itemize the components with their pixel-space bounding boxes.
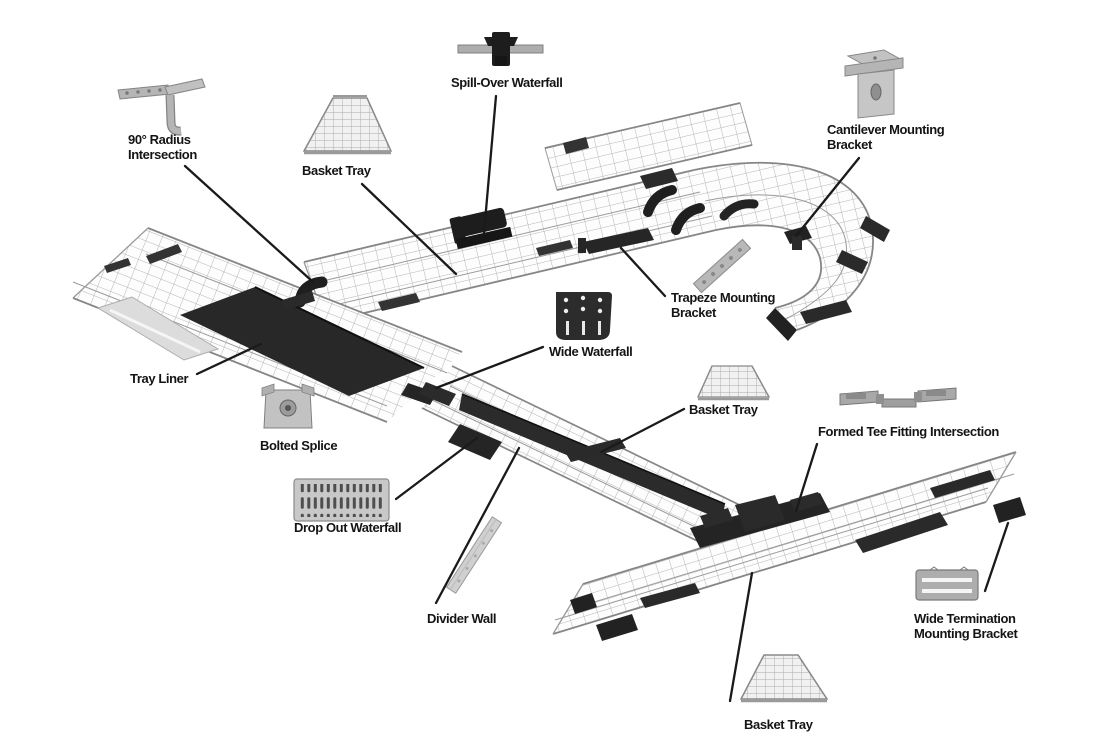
leader-basket-tray-mid [599, 407, 686, 454]
leader-tray-liner [195, 342, 263, 376]
callout-labels: 90° Radius Intersection Basket Tray Spil… [128, 75, 1019, 732]
thumb-wide-termination [915, 566, 979, 601]
thumb-tray-liner [96, 296, 220, 361]
thumb-basket-tray-mid [696, 365, 771, 401]
leader-lines [183, 94, 1010, 703]
label-spill-over-waterfall: Spill-Over Waterfall [451, 75, 562, 90]
thumb-wide-waterfall [556, 292, 612, 340]
thumb-trapeze-bracket [692, 238, 752, 294]
bottom-run-crossbars [640, 470, 995, 608]
mid-run-support-bar [565, 438, 626, 462]
thumb-drop-out-waterfall [293, 478, 390, 522]
label-divider-wall: Divider Wall [427, 611, 496, 626]
leader-basket-tray-bottom [728, 571, 754, 703]
top-run [303, 169, 717, 323]
transition-fitting [401, 382, 456, 406]
label-wide-termination-1: Wide Termination [914, 611, 1016, 626]
label-cantilever-bracket-2: Bracket [827, 137, 873, 152]
label-wide-waterfall: Wide Waterfall [549, 344, 632, 359]
label-radius-intersection-1: 90° Radius [128, 132, 191, 147]
top-run-splice-bars [378, 240, 573, 311]
leader-basket-tray-top [360, 182, 458, 276]
trapeze-bracket-installed [578, 228, 654, 254]
leader-cantilever-bracket [794, 156, 861, 238]
label-trapeze-bracket-1: Trapeze Mounting [671, 290, 776, 305]
wide-tray-end-clips [104, 244, 182, 273]
leader-spill-over-waterfall [482, 94, 498, 235]
label-radius-intersection-2: Intersection [128, 147, 197, 162]
label-tray-liner: Tray Liner [130, 371, 188, 386]
label-formed-tee: Formed Tee Fitting Intersection [818, 424, 999, 439]
label-drop-out-waterfall: Drop Out Waterfall [294, 520, 401, 535]
spill-over-waterfall-installed [449, 207, 513, 250]
formed-tee-installed [690, 492, 830, 548]
upper-branch-run [544, 102, 753, 191]
thumb-radius-intersection [117, 78, 206, 136]
branch-radius-fittings [640, 168, 759, 235]
label-basket-tray-top: Basket Tray [302, 163, 372, 178]
leader-formed-tee [794, 442, 819, 513]
thumb-formed-tee [839, 387, 957, 408]
thumb-spill-over-waterfall [457, 32, 544, 66]
return-end-cap [766, 308, 797, 341]
label-bolted-splice: Bolted Splice [260, 438, 337, 453]
radius-elbow-fitting [282, 276, 328, 310]
label-cantilever-bracket-1: Cantilever Mounting [827, 122, 945, 137]
thumb-divider-wall [445, 516, 503, 594]
label-wide-termination-2: Mounting Bracket [914, 626, 1018, 641]
leader-divider-wall [434, 446, 521, 605]
thumb-cantilever-bracket [844, 49, 904, 119]
divider-wall-installed [459, 393, 726, 520]
label-trapeze-bracket-2: Bracket [671, 305, 717, 320]
label-basket-tray-bottom: Basket Tray [744, 717, 814, 732]
leader-wide-termination [983, 521, 1010, 593]
drop-out-pad-installed [448, 424, 502, 460]
label-basket-tray-mid: Basket Tray [689, 402, 759, 417]
bottom-run-end-brackets [570, 497, 1026, 641]
leader-wide-waterfall [434, 345, 545, 390]
leader-radius-intersection [183, 164, 315, 284]
leader-drop-out-waterfall [394, 436, 479, 501]
leader-trapeze-bracket [619, 246, 667, 298]
thumb-basket-tray-top [302, 95, 393, 155]
curve-couplers [800, 216, 890, 324]
thumb-basket-tray-bottom [739, 654, 829, 703]
thumb-bolted-splice [261, 383, 315, 429]
